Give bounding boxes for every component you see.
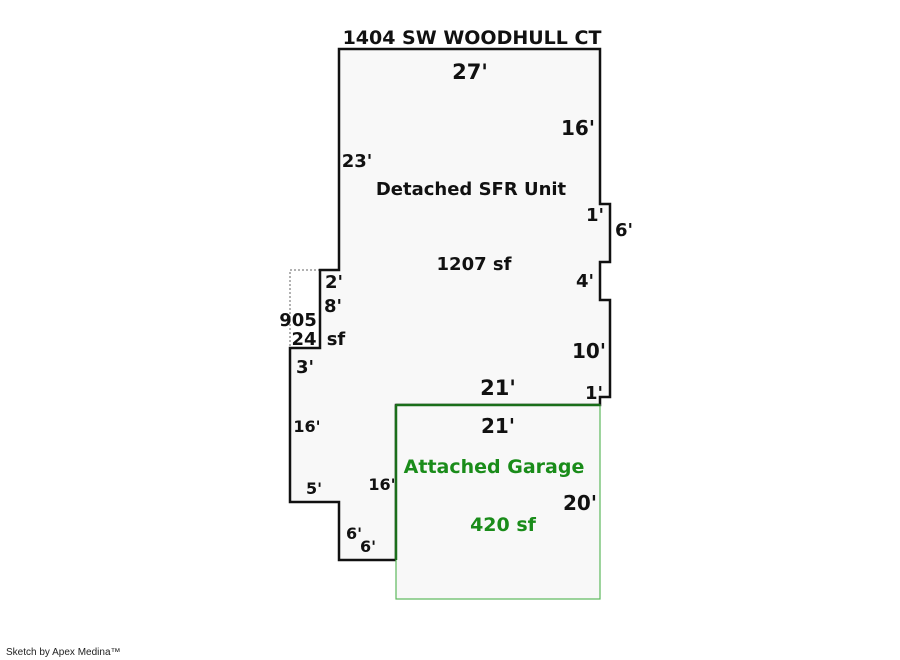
dim-bump-bottom: 4' bbox=[576, 271, 594, 292]
dim-bottom-right: 1' bbox=[585, 383, 603, 404]
house-area: 1207 sf bbox=[437, 254, 512, 275]
garage-name: Attached Garage bbox=[404, 456, 585, 478]
dim-bump-top: 1' bbox=[586, 205, 604, 226]
garage-area: 420 sf bbox=[470, 514, 537, 536]
dim-left-upper: 23' bbox=[342, 151, 373, 172]
small-area-line1: 905 bbox=[279, 310, 317, 331]
dim-bottom-step-a: 6' bbox=[346, 524, 362, 543]
house-name: Detached SFR Unit bbox=[376, 179, 567, 200]
address-title: 1404 SW WOODHULL CT bbox=[343, 27, 602, 49]
garage-fill bbox=[395, 404, 601, 600]
dim-right-upper: 16' bbox=[561, 116, 595, 140]
garage-dim-right: 20' bbox=[563, 491, 597, 515]
small-area-line2-b: sf bbox=[327, 329, 346, 350]
garage-dim-top: 21' bbox=[481, 414, 515, 438]
dim-right-lower: 10' bbox=[572, 339, 606, 363]
dim-left-lower: 16' bbox=[293, 417, 320, 436]
small-area-line2-a: 24 bbox=[291, 329, 316, 350]
dim-bottom: 21' bbox=[480, 376, 516, 400]
footer-credit: Sketch by Apex Medina™ bbox=[6, 647, 121, 658]
dim-bottom-step-b: 6' bbox=[360, 537, 376, 556]
dim-step: 3' bbox=[296, 357, 314, 378]
dim-bump-side: 6' bbox=[615, 220, 633, 241]
dim-notch-side: 8' bbox=[324, 296, 342, 317]
dim-lower-step: 5' bbox=[306, 479, 322, 498]
dim-garage-side: 16' bbox=[368, 475, 395, 494]
dim-top: 27' bbox=[452, 60, 488, 84]
dim-notch-top: 2' bbox=[325, 272, 343, 293]
